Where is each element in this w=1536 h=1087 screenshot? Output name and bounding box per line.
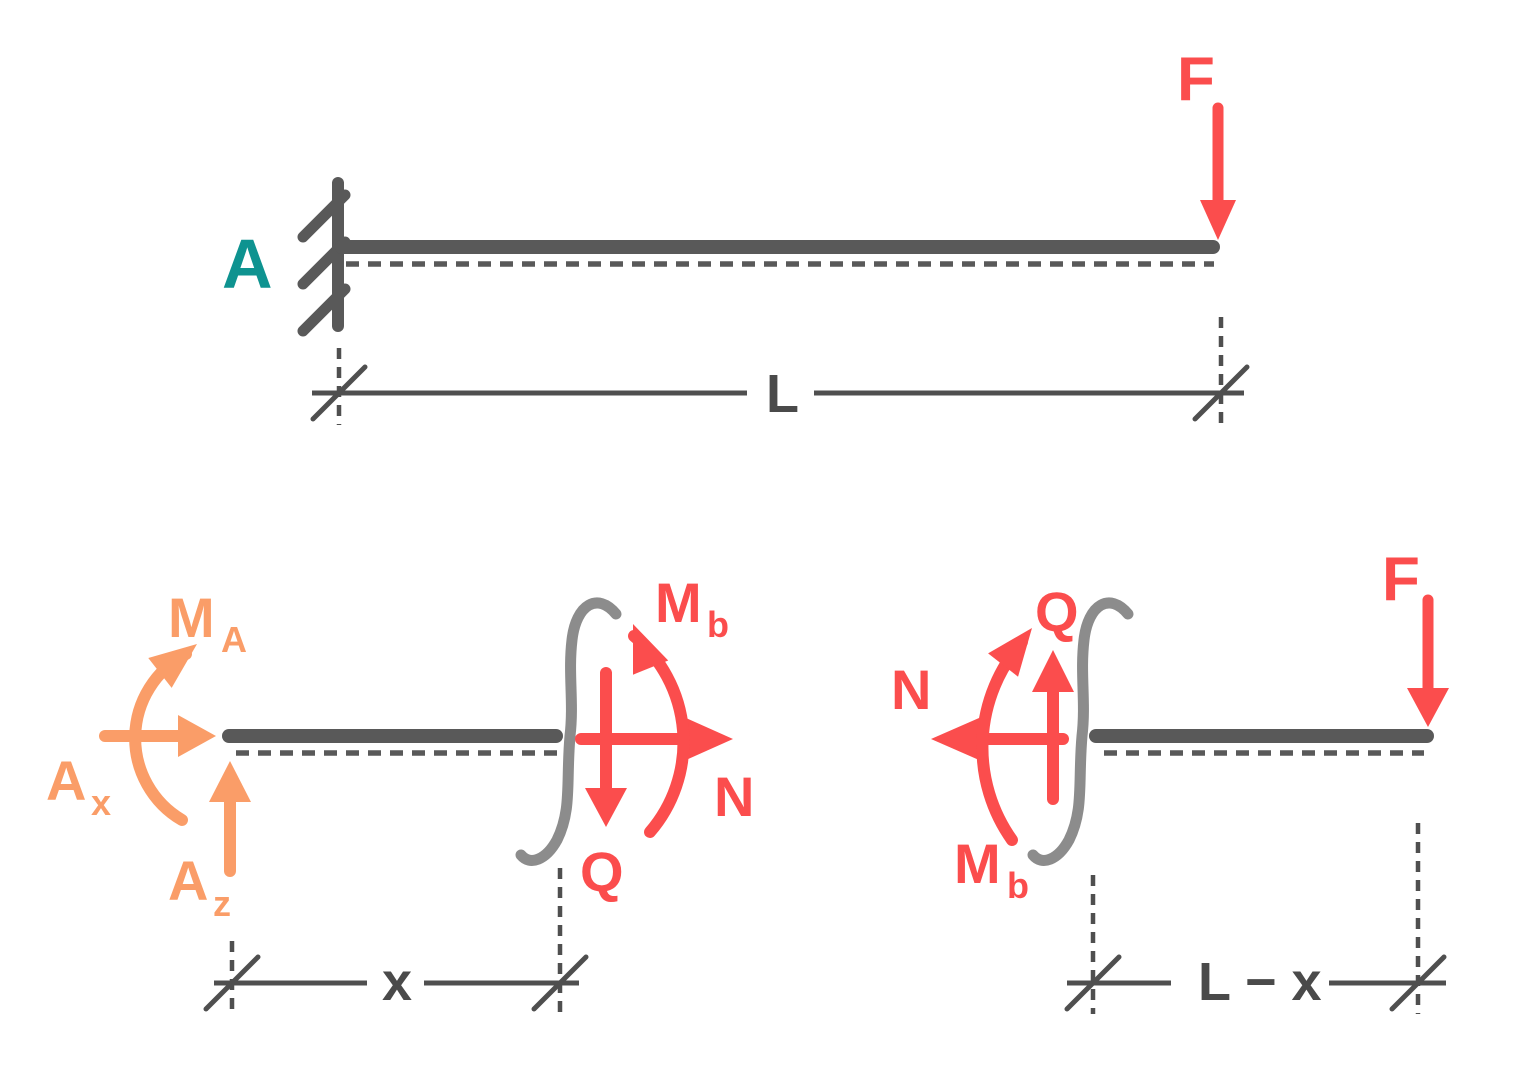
moment-ma-subscript: A — [221, 619, 247, 660]
force-f-arrowhead — [1200, 200, 1236, 240]
reaction-ax-arrow: A x — [46, 715, 216, 823]
shear-q-arrowhead — [1032, 650, 1074, 692]
dimension-tick — [1192, 364, 1250, 422]
internal-normal-arrow-left: N — [575, 718, 754, 828]
moment-mb-label: M — [954, 832, 1001, 895]
internal-moment-arrow-right: M b — [954, 628, 1032, 906]
normal-n-arrowhead — [931, 718, 979, 760]
tip-force-arrow-right: F — [1382, 545, 1449, 727]
length-l-minus-x-label: L − x — [1198, 952, 1322, 1012]
length-l-label: L — [766, 364, 799, 424]
shear-q-label: Q — [1035, 580, 1079, 643]
reaction-az-arrowhead — [209, 761, 251, 802]
length-dimension: L — [310, 317, 1250, 431]
overview-diagram: A F L — [222, 45, 1250, 431]
l-minus-x-dimension: L − x — [1064, 823, 1447, 1014]
normal-n-arrowhead — [686, 718, 733, 760]
reaction-ax-label: A — [46, 749, 86, 812]
moment-ma-label: M — [168, 586, 215, 649]
shear-q-arrowhead — [585, 788, 627, 827]
support-hatch-line — [297, 283, 351, 337]
section-cut-curve — [515, 597, 622, 866]
force-f-arrowhead — [1407, 688, 1449, 727]
dimension-tick — [531, 954, 589, 1012]
moment-mb-subscript: b — [1007, 865, 1029, 906]
moment-mb-subscript: b — [707, 604, 729, 645]
normal-n-label: N — [714, 765, 754, 828]
internal-normal-arrow-right: N — [891, 658, 1069, 760]
internal-shear-arrow-left: Q — [580, 667, 627, 903]
reaction-az-arrow: A z — [168, 761, 251, 924]
support-a-label: A — [222, 225, 273, 303]
section-cut-curve — [1027, 597, 1134, 866]
moment-mb-label: M — [655, 571, 702, 634]
dimension-tick — [203, 954, 261, 1012]
moment-mb-arrowhead — [632, 624, 669, 675]
support-hatch-line — [297, 189, 351, 243]
shear-q-label: Q — [580, 840, 624, 903]
left-fbd: M A A x A z Q N M — [46, 571, 754, 1016]
reaction-ax-arrowhead — [178, 715, 216, 757]
internal-shear-arrow-right: Q — [1032, 580, 1079, 805]
reaction-ax-subscript: x — [91, 782, 111, 823]
reaction-az-label: A — [168, 849, 208, 912]
force-f-label: F — [1382, 545, 1420, 614]
internal-moment-arrow-left: M b — [628, 571, 729, 838]
tip-force-arrow: F — [1177, 45, 1236, 240]
moment-mb-arrowhead — [988, 628, 1032, 677]
normal-n-label: N — [891, 658, 931, 721]
x-dimension: x — [203, 868, 589, 1016]
reaction-az-subscript: z — [213, 883, 231, 924]
right-fbd: Q N M b F L − x — [891, 545, 1449, 1014]
force-f-label: F — [1177, 45, 1215, 114]
length-x-label: x — [382, 952, 412, 1012]
fixed-support-symbol — [297, 177, 351, 337]
moment-ma-arrowhead — [148, 644, 197, 688]
dimension-tick — [1389, 954, 1447, 1012]
dimension-tick — [1064, 954, 1122, 1012]
dimension-tick — [310, 364, 368, 422]
